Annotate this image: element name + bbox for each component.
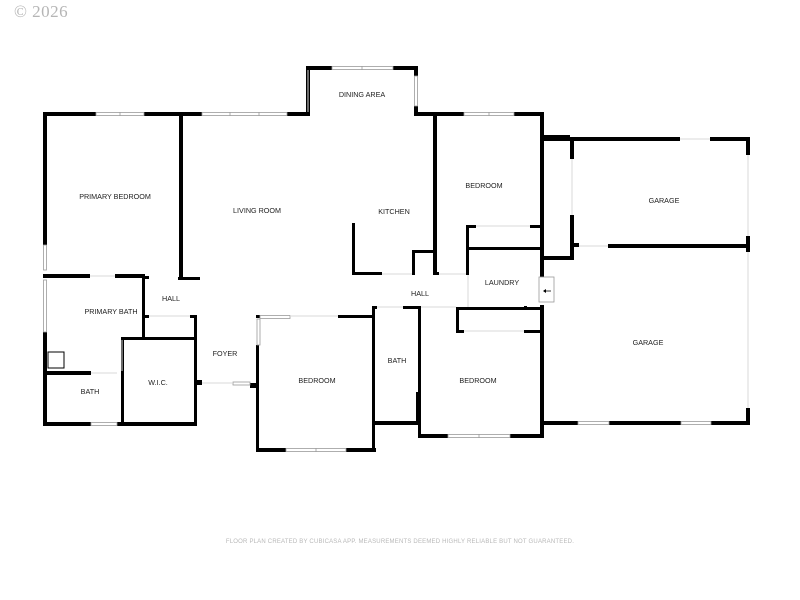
label-bath-sw: BATH: [81, 387, 100, 396]
label-dining-area: DINING AREA: [339, 90, 386, 99]
label-wic: W.I.C.: [148, 378, 168, 387]
windows: [43, 66, 712, 452]
label-bedroom-se: BEDROOM: [459, 376, 496, 385]
label-hall-west: HALL: [162, 294, 180, 303]
label-bedroom-s: BEDROOM: [298, 376, 335, 385]
label-hall-center: HALL: [411, 289, 429, 298]
disclaimer-text: FLOOR PLAN CREATED BY CUBICASA APP. MEAS…: [225, 539, 575, 545]
label-primary-bedroom: PRIMARY BEDROOM: [79, 192, 151, 201]
copyright-text: © 2026: [14, 2, 69, 21]
walls: [43, 66, 750, 452]
label-primary-bath: PRIMARY BATH: [84, 307, 137, 316]
label-laundry: LAUNDRY: [485, 278, 519, 287]
label-garage-upper: GARAGE: [649, 196, 680, 205]
label-living-room: LIVING ROOM: [233, 206, 281, 215]
room-labels: PRIMARY BEDROOM LIVING ROOM DINING AREA …: [79, 90, 679, 396]
label-kitchen: KITCHEN: [378, 207, 410, 216]
door-openings: [90, 70, 749, 408]
label-garage-lower: GARAGE: [633, 338, 664, 347]
label-foyer: FOYER: [213, 349, 238, 358]
label-bath-center: BATH: [388, 356, 407, 365]
label-bedroom-ne: BEDROOM: [465, 181, 502, 190]
